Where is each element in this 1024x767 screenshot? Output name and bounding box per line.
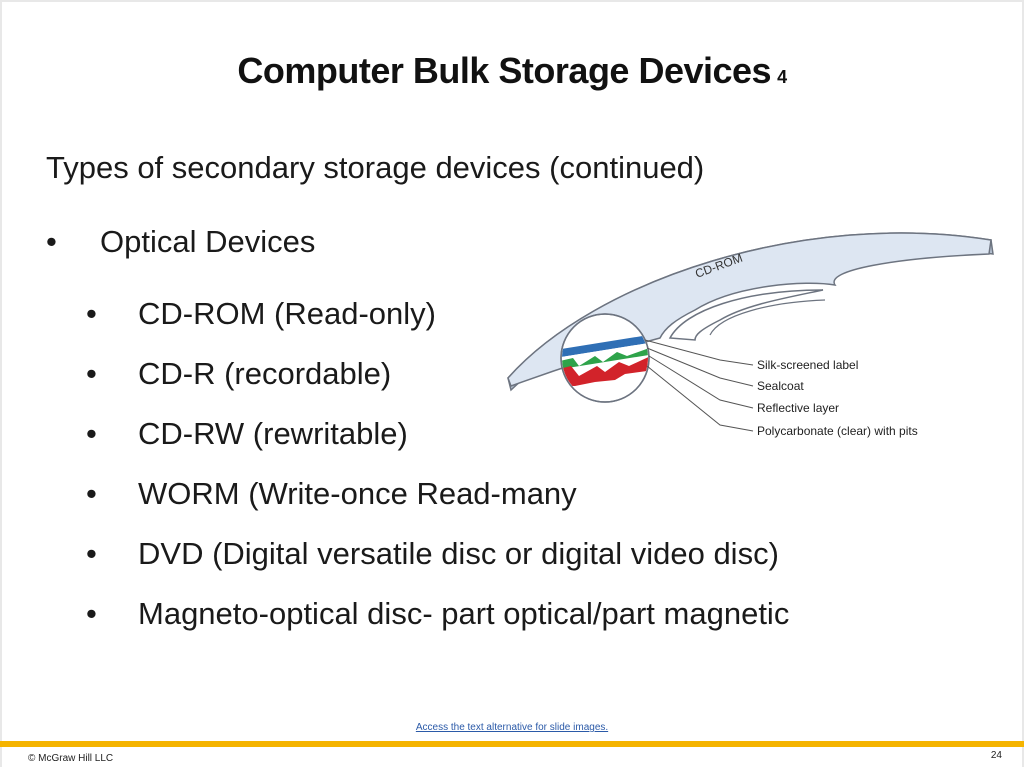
disc-center-hole [668, 289, 824, 341]
bullet-dot: • [46, 224, 57, 259]
intro-text: Types of secondary storage devices (cont… [46, 150, 705, 185]
title-suffix: 4 [777, 67, 787, 87]
title-text: Computer Bulk Storage Devices [237, 50, 772, 91]
layer-label [562, 334, 648, 358]
bullet-text: Optical Devices [100, 224, 316, 259]
list-item-text: Magneto-optical disc- part optical/part … [138, 596, 790, 631]
copyright-notice: © McGraw Hill LLC [28, 753, 114, 764]
list-item-text: CD-R (recordable) [138, 356, 392, 391]
cd-rom-cross-section-diagram: CD-ROM Silk-screened label Sealcoat Refl… [507, 232, 994, 438]
list-item: • CD-RW (rewritable) [86, 412, 789, 472]
bullet-dot: • [86, 296, 97, 331]
list-item: • CD-R (recordable) [86, 352, 789, 412]
list-item: • Magneto-optical disc- part optical/part… [86, 592, 789, 652]
list-item-text: WORM (Write-once Read-many [138, 476, 577, 511]
bullet-dot: • [86, 356, 97, 391]
callout-sealcoat: Sealcoat [757, 379, 804, 393]
footer-accent-bar [0, 741, 1024, 747]
callout-reflective-layer: Reflective layer [757, 401, 839, 415]
list-item-text: CD-ROM (Read-only) [138, 296, 436, 331]
list-item-text: CD-RW (rewritable) [138, 416, 408, 451]
layer-sealcoat [562, 342, 648, 362]
list-item: • WORM (Write-once Read-many [86, 472, 789, 532]
bullet-dot: • [86, 476, 97, 511]
slide-border-top [0, 0, 1024, 2]
text-alternative-link[interactable]: Access the text alternative for slide im… [415, 722, 609, 733]
disc-inner-ring [709, 299, 826, 336]
magnifier-ring [560, 313, 650, 403]
slide-border-right [1022, 0, 1024, 767]
slide-border-left [0, 0, 2, 767]
list-item: • DVD (Digital versatile disc or digital … [86, 532, 789, 592]
list-item-text: DVD (Digital versatile disc or digital v… [138, 536, 779, 571]
callout-silk-screened-label: Silk-screened label [757, 358, 858, 372]
bullet-optical-devices: • Optical Devices [46, 224, 315, 260]
page-number: 24 [990, 750, 1002, 761]
callout-polycarbonate: Polycarbonate (clear) with pits [757, 424, 918, 438]
bullet-dot: • [86, 416, 97, 451]
bullet-dot: • [86, 596, 97, 631]
callout-lines [644, 339, 754, 432]
list-item: • CD-ROM (Read-only) [86, 292, 789, 352]
layer-polycarbonate [562, 354, 648, 386]
bullet-dot: • [86, 536, 97, 571]
optical-device-list: • CD-ROM (Read-only) • CD-R (recordable) •… [86, 292, 789, 652]
